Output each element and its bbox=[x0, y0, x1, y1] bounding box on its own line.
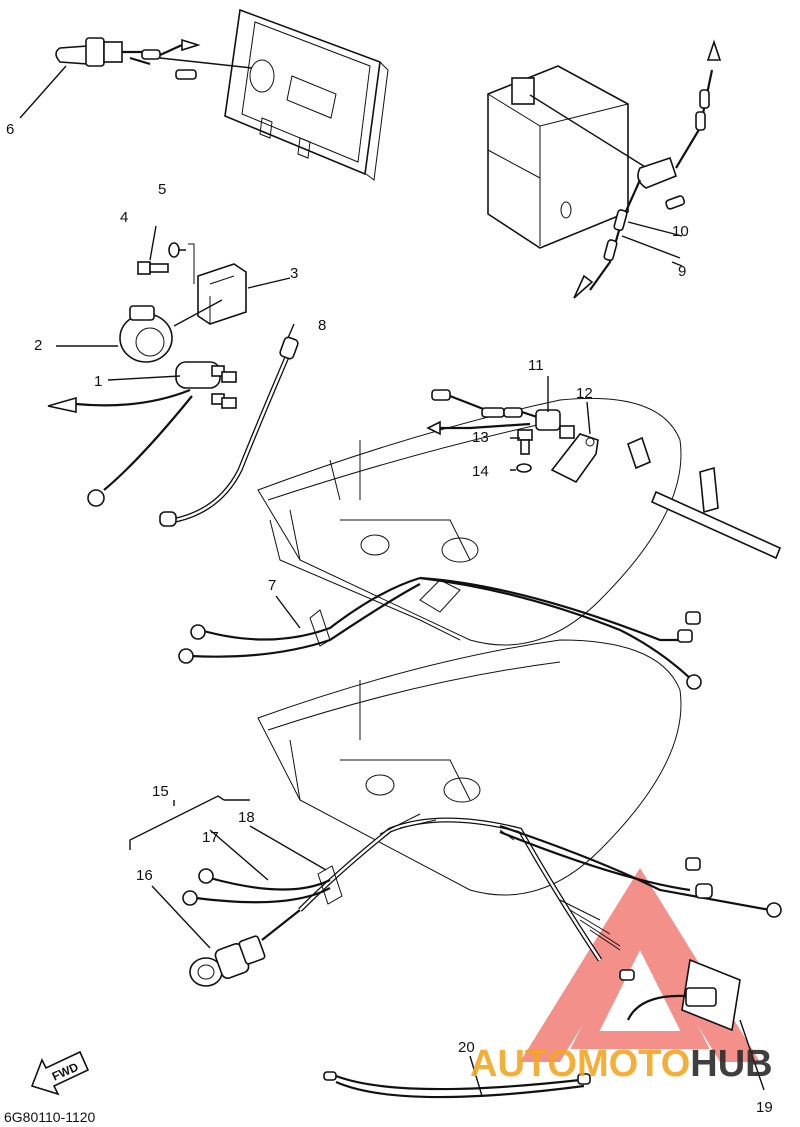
label-8: 8 bbox=[318, 317, 326, 334]
part-2-holder bbox=[119, 305, 173, 363]
part-20-lead bbox=[323, 1071, 591, 1099]
label-13: 13 bbox=[472, 429, 489, 446]
part-4-bolt bbox=[137, 261, 169, 275]
label-5: 5 bbox=[158, 181, 166, 198]
watermark-text: AUTOMOTOHUB bbox=[470, 1043, 773, 1085]
label-20: 20 bbox=[458, 1039, 475, 1056]
label-12: 12 bbox=[576, 385, 593, 402]
shift-linkage bbox=[627, 436, 782, 560]
part-13-bolt bbox=[517, 429, 533, 455]
watermark-logo bbox=[520, 868, 760, 1062]
bottom-cowling-lower bbox=[257, 639, 682, 896]
part-11-neutral-switch bbox=[426, 389, 575, 439]
lower-harness-right bbox=[499, 824, 782, 981]
label-3: 3 bbox=[290, 265, 298, 282]
switch-panel-cover bbox=[224, 8, 389, 181]
label-16: 16 bbox=[136, 867, 153, 884]
watermark-part2: HUB bbox=[690, 1043, 772, 1085]
fwd-arrow: FWD bbox=[30, 1050, 90, 1096]
label-2: 2 bbox=[34, 337, 42, 354]
part-3-bracket bbox=[188, 243, 247, 325]
label-18: 18 bbox=[238, 809, 255, 826]
part-8-lead-wire bbox=[159, 336, 299, 527]
label-17: 17 bbox=[202, 829, 219, 846]
part-9-wire-lead bbox=[529, 39, 722, 299]
part-labels: 1 2 3 4 5 6 7 8 9 10 11 12 13 14 15 16 1… bbox=[6, 121, 773, 1116]
label-7: 7 bbox=[268, 577, 276, 594]
label-9: 9 bbox=[678, 263, 686, 280]
label-10: 10 bbox=[672, 223, 689, 240]
part-18-harness bbox=[298, 813, 603, 962]
svg-text:AUTOMOTOHUB: AUTOMOTOHUB bbox=[470, 1043, 773, 1085]
part-19-bracket bbox=[627, 958, 741, 1032]
part-14-washer bbox=[516, 463, 532, 473]
label-19: 19 bbox=[756, 1099, 773, 1116]
part-5-washer bbox=[168, 242, 180, 258]
watermark-part1: AUTOMOTO bbox=[470, 1043, 690, 1085]
part-12-bracket bbox=[550, 433, 599, 484]
part-16-main-switch bbox=[189, 909, 301, 987]
leader-lines-lower bbox=[129, 795, 765, 1097]
diagram-code: 6G80110-1120 bbox=[4, 1109, 96, 1125]
label-1: 1 bbox=[94, 373, 102, 390]
part-1-relay bbox=[47, 361, 237, 507]
part-6-switch bbox=[55, 37, 201, 80]
label-4: 4 bbox=[120, 209, 128, 226]
label-14: 14 bbox=[472, 463, 489, 480]
label-15: 15 bbox=[152, 783, 169, 800]
leader-lines-upper bbox=[19, 65, 683, 381]
part-7-harness bbox=[178, 576, 702, 690]
cdi-unit bbox=[487, 65, 629, 249]
label-6: 6 bbox=[6, 121, 14, 138]
bottom-cowling-upper bbox=[257, 397, 682, 646]
part-17-wires bbox=[182, 868, 331, 906]
label-11: 11 bbox=[528, 357, 544, 374]
